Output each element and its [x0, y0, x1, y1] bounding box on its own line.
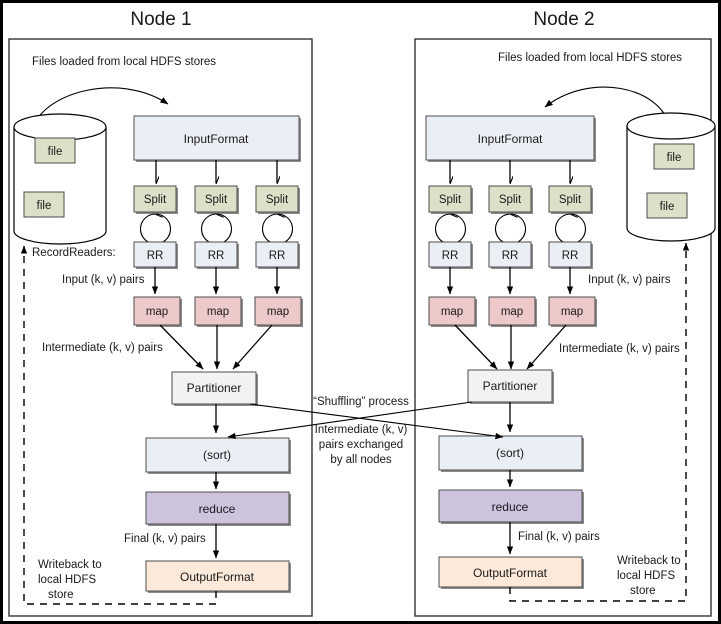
node2-inputformat-label: InputFormat: [478, 132, 543, 146]
node2-file-2-label: file: [660, 201, 675, 213]
node1-inputformat-label: InputFormat: [184, 132, 249, 146]
node2-map-3-label: map: [561, 306, 583, 318]
node1-final-pairs-label: Final (k, v) pairs: [124, 533, 206, 545]
node1-hdfs-cylinder: [13, 113, 107, 245]
node2-file-2: [646, 192, 688, 219]
node2-outputformat-box: [438, 556, 583, 588]
node2-split-1: Split: [428, 185, 473, 214]
node2-sort-box: [438, 435, 583, 471]
node1-map-3: map: [254, 296, 303, 327]
shuffle-desc-1: Intermediate (k, v): [315, 424, 408, 436]
node2-final-pairs-label: Final (k, v) pairs: [518, 531, 600, 543]
shuffle-title: “Shuffling” process: [313, 396, 409, 408]
node1-split-1-label: Split: [144, 194, 167, 206]
node2-header-note: Files loaded from local HDFS stores: [498, 52, 682, 64]
shuffle-desc-2: pairs exchanged: [319, 439, 403, 451]
node1-intermediate-pairs-label: Intermediate (k, v) pairs: [42, 342, 163, 354]
node2-writeback-line-1: Writeback to: [617, 555, 681, 567]
node2-title: Node 2: [533, 9, 594, 30]
node1-partitioner-label: Partitioner: [187, 381, 242, 395]
node1-title: Node 1: [130, 9, 191, 30]
node1-writeback-line-1: Writeback to: [38, 559, 102, 571]
node1-split-3-label: Split: [266, 194, 289, 206]
node2-partitioner-label: Partitioner: [483, 379, 538, 393]
node1-rr-3-label: RR: [269, 250, 286, 262]
node2-split-2: Split: [488, 185, 533, 214]
node2-split-2-label: Split: [499, 194, 522, 206]
node2-rr-3-label: RR: [562, 250, 579, 262]
node2-intermediate-pairs-label: Intermediate (k, v) pairs: [559, 343, 680, 355]
node1-header-note: Files loaded from local HDFS stores: [32, 56, 216, 68]
node2-map-2-label: map: [501, 306, 523, 318]
node1-file-2-label: file: [37, 200, 52, 212]
node1-outputformat-label: OutputFormat: [180, 570, 255, 584]
node1-rr-1-label: RR: [147, 250, 164, 262]
node1-reduce-box: [145, 491, 290, 525]
node2-split-3: Split: [548, 185, 593, 214]
shuffle-arrow-n2-to-n1: [227, 401, 473, 440]
node2-map-3: map: [548, 296, 597, 327]
node1-file-1: [34, 137, 76, 164]
node1-split-2-label: Split: [205, 194, 228, 206]
node1-writeback-path: [20, 245, 217, 605]
node1-rr-3: RR: [255, 241, 300, 269]
node1-writeback-line-2: local HDFS: [38, 574, 96, 586]
node2-hdfs-cylinder: [626, 112, 716, 242]
node2-rr-2: RR: [488, 241, 533, 269]
node1-rr-1: RR: [133, 241, 178, 269]
node1-recordreaders-label: RecordReaders:: [32, 247, 116, 259]
node2-file-1: [653, 143, 695, 170]
node1-map-2-label: map: [207, 306, 229, 318]
node2-outputformat-label: OutputFormat: [473, 566, 548, 580]
node2-reduce-label: reduce: [492, 500, 529, 514]
node2-writeback-path: [509, 242, 690, 602]
node2-sort-label: (sort): [496, 446, 524, 460]
node1-writeback-line-3: store: [48, 589, 74, 601]
node1-map-1-label: map: [146, 306, 168, 318]
node2-map-2: map: [488, 296, 537, 327]
node1-input-pairs-label: Input (k, v) pairs: [62, 274, 145, 286]
node2-input-pairs-label: Input (k, v) pairs: [588, 274, 671, 286]
node1-split-2: Split: [194, 185, 239, 214]
shuffle-arrow-n1-to-n2: [249, 403, 504, 440]
node2-file-1-label: file: [667, 152, 682, 164]
node1-rr-2-label: RR: [208, 250, 225, 262]
node1-file-2: [23, 191, 65, 218]
node1-split-1: Split: [133, 185, 178, 214]
node1-reduce-label: reduce: [199, 502, 236, 516]
node2-reduce-box: [438, 489, 583, 523]
shuffle-desc-3: by all nodes: [330, 454, 392, 466]
node1-sort-label: (sort): [203, 448, 231, 462]
node1-partitioner-box: [171, 371, 257, 405]
node1-inputformat-box: [133, 115, 300, 161]
node1-file-1-label: file: [48, 146, 63, 158]
node1-split-3: Split: [255, 185, 300, 214]
node2-split-1-label: Split: [439, 194, 462, 206]
node1-map-1: map: [133, 296, 182, 327]
node2-split-3-label: Split: [559, 194, 582, 206]
node1-sort-box: [145, 437, 290, 473]
node1-map-2: map: [194, 296, 243, 327]
node1-outputformat-box: [145, 560, 290, 592]
node2-writeback-line-2: local HDFS: [617, 570, 675, 582]
node2-rr-1: RR: [428, 241, 473, 269]
node2-rr-3: RR: [548, 241, 593, 269]
node2-writeback-line-3: store: [630, 585, 656, 597]
node2-partitioner-box: [467, 369, 553, 403]
node1-rr-2: RR: [194, 241, 239, 269]
node2-rr-1-label: RR: [442, 250, 459, 262]
node2-rr-2-label: RR: [502, 250, 519, 262]
node1-map-3-label: map: [267, 306, 289, 318]
node2-map-1: map: [428, 296, 477, 327]
node2-map-1-label: map: [441, 306, 463, 318]
